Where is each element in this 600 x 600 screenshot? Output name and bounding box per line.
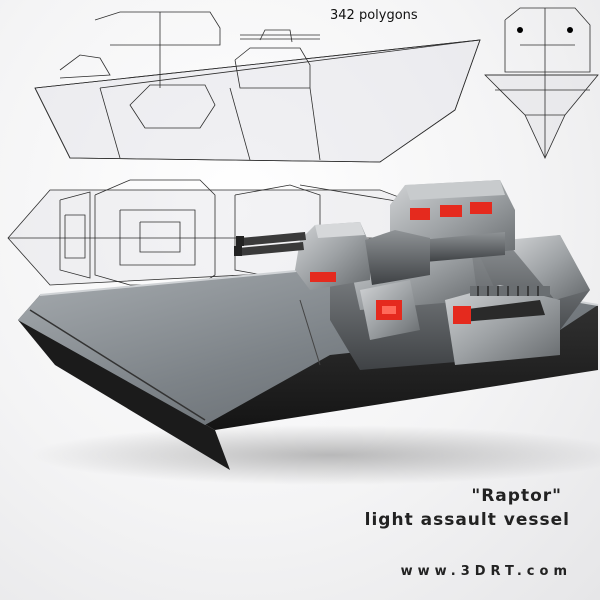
polygon-count-label: 342 polygons	[330, 8, 418, 23]
red-light	[410, 208, 430, 220]
website-url: www.3DRT.com	[400, 564, 572, 579]
red-light	[310, 272, 336, 282]
red-light	[453, 306, 471, 324]
vent-strip	[470, 286, 550, 296]
red-light	[470, 202, 492, 214]
red-light	[440, 205, 462, 217]
model-name: "Raptor"	[471, 486, 562, 506]
model-subtitle: light assault vessel	[364, 510, 570, 530]
